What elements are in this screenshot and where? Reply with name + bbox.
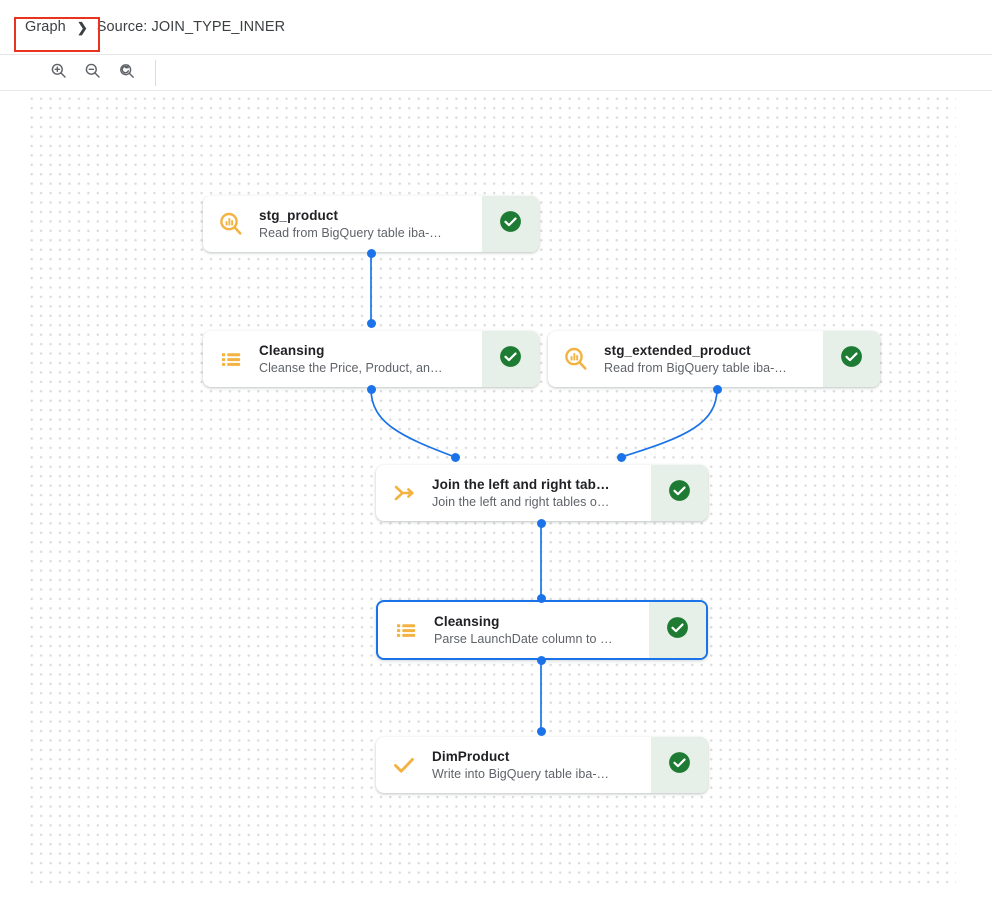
edge-cleansing_1-join_node xyxy=(370,388,456,458)
check-circle-icon xyxy=(498,344,523,374)
port-stg_extended_product-out[interactable] xyxy=(713,385,722,394)
graph-node-stg_extended_product[interactable]: stg_extended_product Read from BigQuery … xyxy=(548,331,880,387)
graph-canvas[interactable]: stg_product Read from BigQuery table iba… xyxy=(27,93,956,885)
node-text-block: Cleansing Cleanse the Price, Product, an… xyxy=(259,331,482,387)
zoom-out-icon xyxy=(83,61,102,85)
node-text-block: Cleansing Parse LaunchDate column to … xyxy=(434,602,649,658)
node-title: stg_product xyxy=(259,207,339,223)
port-cleansing_1-in[interactable] xyxy=(367,319,376,328)
check-circle-icon xyxy=(667,750,692,780)
node-status-badge xyxy=(482,331,539,387)
source-search-chart-icon xyxy=(203,196,259,252)
toolbar-divider-line xyxy=(0,90,992,91)
port-join_node-in-right[interactable] xyxy=(617,453,626,462)
port-cleansing_2-out[interactable] xyxy=(537,656,546,665)
zoom-in-button[interactable] xyxy=(43,58,73,88)
chevron-right-icon: ❯ xyxy=(76,19,88,35)
cleansing-list-icon xyxy=(378,602,434,658)
source-search-chart-icon xyxy=(548,331,604,387)
check-circle-icon xyxy=(665,615,690,645)
port-join_node-in-left[interactable] xyxy=(451,453,460,462)
graph-node-dim_product[interactable]: DimProduct Write into BigQuery table iba… xyxy=(376,737,708,793)
breadcrumb-current-source: Source: JOIN_TYPE_INNER xyxy=(96,19,286,35)
check-circle-icon xyxy=(667,478,692,508)
graph-node-cleansing_2[interactable]: Cleansing Parse LaunchDate column to … xyxy=(376,600,708,660)
node-status-badge xyxy=(482,196,539,252)
reset-zoom-icon xyxy=(117,61,136,85)
node-subtitle: Read from BigQuery table iba-… xyxy=(604,360,787,375)
check-circle-icon xyxy=(839,344,864,374)
reset-zoom-button[interactable] xyxy=(111,58,141,88)
edge-stg_extended_product-join_node xyxy=(620,388,718,458)
node-title: stg_extended_product xyxy=(604,342,751,358)
port-stg_product-out[interactable] xyxy=(367,249,376,258)
cleansing-list-icon xyxy=(203,331,259,387)
node-title: Join the left and right tab… xyxy=(432,476,610,492)
app-header: Graph ❯ Source: JOIN_TYPE_INNER xyxy=(0,0,992,54)
node-subtitle: Parse LaunchDate column to … xyxy=(434,631,613,646)
node-status-badge xyxy=(651,465,708,521)
node-status-badge xyxy=(651,737,708,793)
node-status-badge xyxy=(649,602,706,658)
graph-node-cleansing_1[interactable]: Cleansing Cleanse the Price, Product, an… xyxy=(203,331,539,387)
header-divider xyxy=(0,54,992,55)
breadcrumb: Graph ❯ Source: JOIN_TYPE_INNER xyxy=(25,11,285,43)
port-dim_product-in[interactable] xyxy=(537,727,546,736)
port-cleansing_2-in[interactable] xyxy=(537,594,546,603)
node-status-badge xyxy=(823,331,880,387)
join-merge-icon xyxy=(376,465,432,521)
graph-toolbar xyxy=(0,55,992,90)
node-title: Cleansing xyxy=(434,613,500,629)
zoom-out-button[interactable] xyxy=(77,58,107,88)
node-text-block: Join the left and right tab… Join the le… xyxy=(432,465,651,521)
node-subtitle: Join the left and right tables o… xyxy=(432,494,610,509)
node-text-block: stg_product Read from BigQuery table iba… xyxy=(259,196,482,252)
node-text-block: DimProduct Write into BigQuery table iba… xyxy=(432,737,651,793)
node-title: DimProduct xyxy=(432,748,510,764)
graph-node-stg_product[interactable]: stg_product Read from BigQuery table iba… xyxy=(203,196,539,252)
node-title: Cleansing xyxy=(259,342,325,358)
check-circle-icon xyxy=(498,209,523,239)
zoom-in-icon xyxy=(49,61,68,85)
node-subtitle: Read from BigQuery table iba-… xyxy=(259,225,442,240)
port-join_node-out[interactable] xyxy=(537,519,546,528)
destination-check-icon xyxy=(376,737,432,793)
node-text-block: stg_extended_product Read from BigQuery … xyxy=(604,331,823,387)
node-subtitle: Write into BigQuery table iba-… xyxy=(432,766,610,781)
port-cleansing_1-out[interactable] xyxy=(367,385,376,394)
node-subtitle: Cleanse the Price, Product, an… xyxy=(259,360,443,375)
graph-node-join_node[interactable]: Join the left and right tab… Join the le… xyxy=(376,465,708,521)
toolbar-divider xyxy=(155,59,156,86)
breadcrumb-graph-link[interactable]: Graph xyxy=(25,19,66,35)
